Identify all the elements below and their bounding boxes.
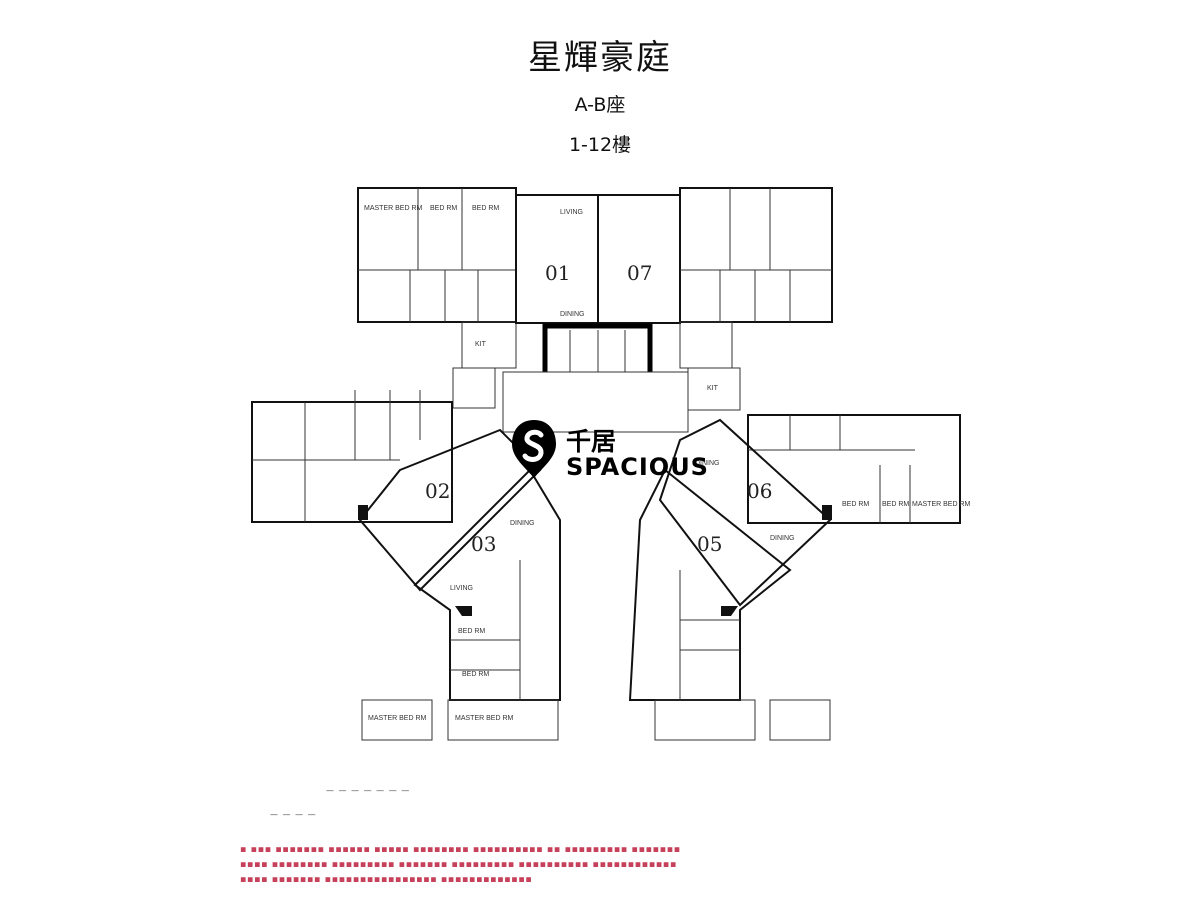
page-title: 星輝豪庭: [528, 38, 672, 78]
unit-05-label: 05: [697, 532, 722, 556]
legend-line: — — — — — — —: [326, 786, 411, 795]
wing-03: [361, 468, 561, 741]
room-label: BED RM: [458, 628, 485, 635]
wing-01: [357, 187, 517, 409]
wing-07: [679, 187, 833, 411]
room-label: BED RM: [462, 671, 489, 678]
logo-badge-icon: [512, 420, 556, 478]
unit-07-label: 07: [627, 261, 652, 285]
room-label: MASTER BED RM: [455, 715, 514, 722]
block-label: A-B座: [574, 94, 626, 116]
unit-01-07-core: [502, 194, 689, 433]
room-label: BED RM: [842, 501, 869, 508]
room-label: DINING: [770, 535, 795, 542]
room-label: LIVING: [450, 585, 473, 592]
logo-english: SPACIOUS: [566, 453, 709, 481]
unit-06-label: 06: [747, 479, 772, 503]
room-label: KIT: [707, 385, 719, 392]
floors-label: 1-12樓: [568, 134, 632, 156]
unit-02-label: 02: [425, 479, 450, 503]
room-label: MASTER BED RM: [368, 715, 427, 722]
legend-line: — — — —: [270, 810, 317, 819]
room-label: KIT: [475, 341, 487, 348]
room-label: BED RM: [882, 501, 909, 508]
room-label: DINING: [510, 520, 535, 527]
room-label: BED RM: [430, 205, 457, 212]
room-label: LIVING: [560, 209, 583, 216]
wing-06: [658, 414, 961, 607]
room-label: BED RM: [472, 205, 499, 212]
logo-chinese: 千居: [566, 427, 617, 456]
unit-01-label: 01: [545, 261, 570, 285]
room-label: MASTER BED RM: [364, 205, 423, 212]
room-label: DINING: [695, 460, 720, 467]
wing-05: [628, 468, 831, 741]
watermark-logo: 千居 SPACIOUS: [508, 418, 708, 488]
wing-02: [251, 390, 542, 592]
disclaimer: ▪ ▪▪▪ ▪▪▪▪▪▪▪ ▪▪▪▪▪▪ ▪▪▪▪▪ ▪▪▪▪▪▪▪▪ ▪▪▪▪…: [240, 844, 681, 885]
room-label: MASTER BED RM: [912, 501, 971, 508]
room-label: DINING: [560, 311, 585, 318]
unit-03-label: 03: [471, 532, 496, 556]
